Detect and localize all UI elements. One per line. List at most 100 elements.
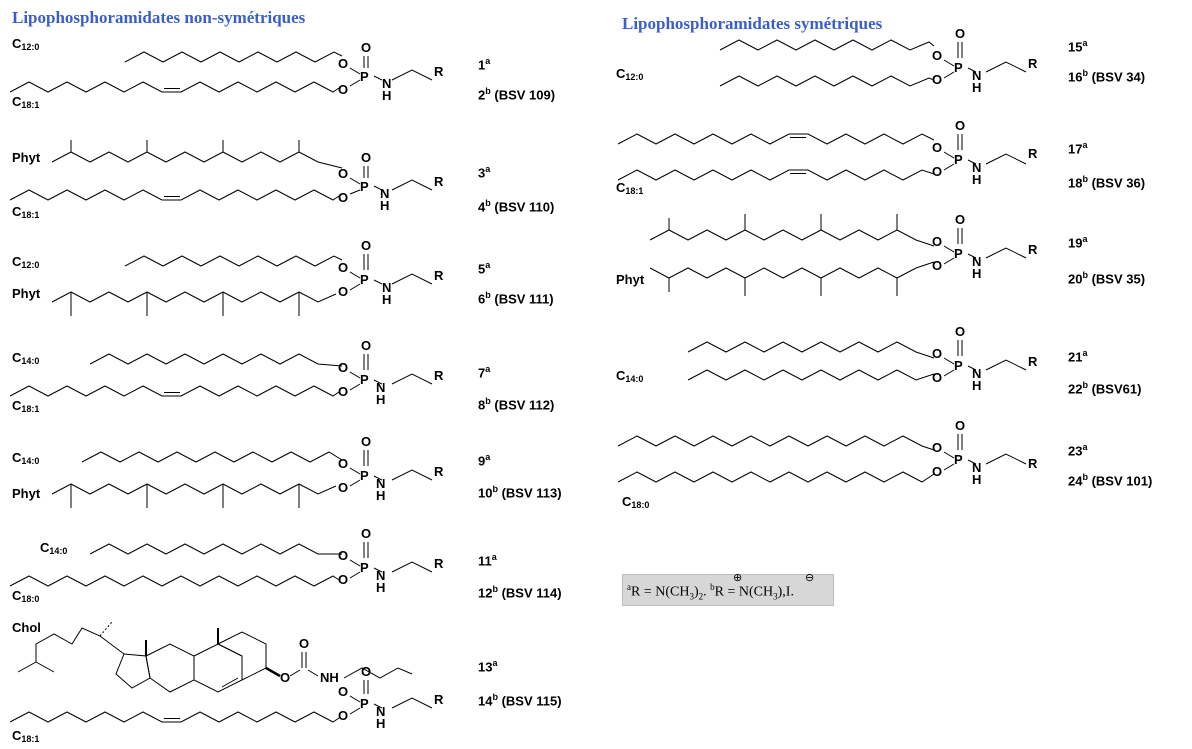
oxo-oxygen: O — [361, 526, 371, 541]
phosphorus-atom: P — [954, 152, 963, 167]
amide-nitrogen: N — [972, 68, 981, 83]
p-upper-bond — [349, 371, 361, 379]
ester-oxygen-upper: O — [338, 166, 348, 181]
lower-chain — [9, 575, 340, 587]
phosphorus-atom: P — [360, 272, 369, 287]
compound-label-b: 16b (BSV 34) — [1068, 68, 1146, 85]
p-lower-bond — [943, 163, 955, 171]
oxo-oxygen: O — [361, 150, 371, 165]
chol-ring-a — [216, 631, 267, 681]
amide-nitrogen: N — [376, 476, 385, 491]
compound-label-b: 22b (BSV61) — [1068, 380, 1142, 397]
p-upper-bond — [349, 177, 361, 185]
amide-hydrogen: H — [382, 88, 391, 103]
amide-nitrogen: N — [382, 76, 391, 91]
amide-nitrogen: N — [972, 366, 981, 381]
chain-label-c18-1: C18:1 — [12, 728, 40, 744]
chain-label-c12: C12:0 — [12, 36, 40, 52]
amide-nitrogen: N — [972, 254, 981, 269]
compound-entry-11-12: O O P O N H R C14:0 C18:0 11a 12b (BSV 1… — [0, 524, 590, 628]
compound-entry-19-20: O O P O N H R Phyt 19a 20b (BSV 35) — [610, 206, 1192, 310]
structure-21-22: O O P O N H R — [687, 324, 1038, 393]
p-n-bond — [967, 365, 977, 371]
oxo-oxygen: O — [955, 324, 965, 339]
ester-oxygen-upper: O — [932, 234, 942, 249]
compound-entry-17-18: O O P O N H R C18:1 17a 18b (BSV 36) — [610, 118, 1192, 222]
amide-hydrogen: H — [376, 488, 385, 503]
lower-chain — [9, 385, 340, 397]
title-nonsymmetric: Lipophosphoramidates non-symétriques — [12, 8, 306, 27]
upper-chain — [124, 51, 343, 63]
upper-chain — [649, 229, 935, 247]
ethyl-linker — [985, 153, 1027, 165]
p-lower-bond — [349, 189, 361, 195]
amide-hydrogen: H — [972, 266, 981, 281]
p-upper-bond — [349, 67, 361, 75]
phosphorus-atom: P — [360, 696, 369, 711]
p-n-bond — [373, 703, 383, 709]
chain-label-phyt: Phyt — [12, 286, 41, 301]
chain-label-c18-0: C18:0 — [12, 588, 40, 604]
chain-label-c14: C14:0 — [12, 450, 40, 466]
ethyl-linker — [391, 373, 433, 385]
title-symmetric: Lipophosphoramidates symétriques — [622, 14, 883, 33]
amide-hydrogen: H — [972, 80, 981, 95]
ester-oxygen-lower: O — [338, 82, 348, 97]
lower-chain — [9, 189, 340, 201]
oxo-oxygen: O — [361, 664, 371, 679]
amide-hydrogen: H — [376, 392, 385, 407]
chain-label-c14: C14:0 — [12, 350, 40, 366]
ethyl-linker — [985, 359, 1027, 371]
phosphorus-atom: P — [360, 560, 369, 575]
ester-oxygen-lower: O — [932, 72, 942, 87]
phosphorus-atom: P — [954, 60, 963, 75]
compound-label-b: 10b (BSV 113) — [478, 484, 562, 501]
oxo-oxygen: O — [361, 338, 371, 353]
r-group: R — [434, 174, 444, 189]
upper-chain — [617, 435, 935, 451]
structure-5-6: O O P O N H R — [51, 238, 444, 316]
r-group: R — [1028, 146, 1038, 161]
chain-label-c18-1: C18:1 — [12, 204, 40, 220]
r-group: R — [434, 64, 444, 79]
p-n-bond — [967, 159, 977, 165]
upper-chain — [124, 255, 343, 267]
oxo-oxygen: O — [361, 434, 371, 449]
ester-oxygen-lower: O — [338, 284, 348, 299]
upper-chain — [89, 353, 343, 367]
chol-side-chain — [17, 627, 125, 673]
lower-chain — [617, 169, 935, 181]
ester-oxygen-upper: O — [932, 140, 942, 155]
lower-chain — [9, 81, 340, 93]
ester-oxygen-lower: O — [338, 708, 348, 723]
ethyl-linker — [391, 469, 433, 481]
r-group: R — [1028, 354, 1038, 369]
carbamate-ester-oxygen: O — [280, 670, 290, 685]
compound-label-a: 21a — [1068, 348, 1088, 365]
compound-entry-9-10: O O P O N H R C14:0 Phyt 9a 10b (BSV 113… — [0, 432, 590, 536]
structure-7-8: O O P O N H R — [9, 338, 444, 407]
compound-label-b: 20b (BSV 35) — [1068, 270, 1146, 287]
p-n-bond — [967, 67, 977, 73]
p-upper-bond — [349, 559, 361, 567]
chol-ring-b — [193, 643, 243, 693]
r-group: R — [434, 556, 444, 571]
p-upper-bond — [943, 151, 955, 159]
compound-entry-5-6: O O P O N H R C12:0 Phyt 5a 6b (BSV 111) — [0, 232, 590, 336]
p-lower-bond — [943, 257, 955, 265]
p-n-bond — [373, 567, 383, 573]
phosphorus-atom: P — [360, 69, 369, 84]
ester-oxygen-upper: O — [932, 346, 942, 361]
chol-c5-c6-double-bond — [221, 677, 239, 688]
structure-17-18: O O P O N H R — [617, 118, 1038, 187]
p-upper-bond — [349, 695, 361, 703]
ethyl-linker — [391, 697, 433, 709]
p-n-bond — [373, 379, 383, 385]
compound-entry-13-14: O O NH O O P O N H R Chol C18:1 13a 14b … — [0, 614, 590, 749]
oxo-oxygen: O — [955, 118, 965, 133]
r-group: R — [1028, 456, 1038, 471]
ester-oxygen-upper: O — [932, 48, 942, 63]
amide-nitrogen: N — [972, 460, 981, 475]
chain-label-c12: C12:0 — [12, 254, 40, 270]
r-group: R — [434, 268, 444, 283]
